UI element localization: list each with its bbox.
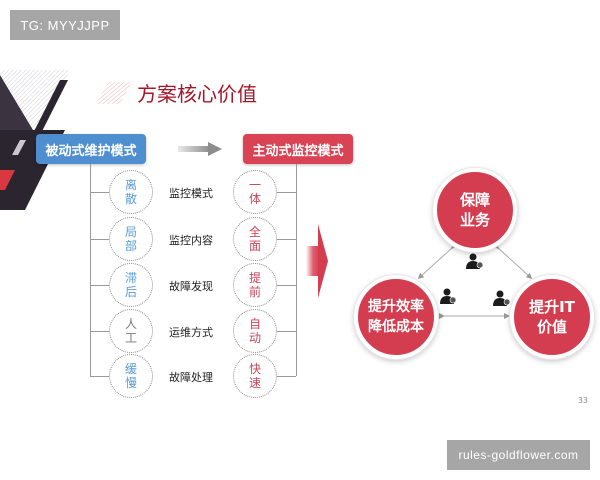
active-connector-line — [296, 164, 297, 376]
trait-char: 后 — [124, 285, 137, 299]
passive-trait-circle: 离 散 — [109, 170, 153, 214]
user-gear-icon — [440, 288, 457, 304]
trait-char: 局 — [124, 225, 137, 239]
trait-char: 部 — [124, 239, 137, 253]
active-trait-circle: 快 速 — [233, 354, 277, 398]
trait-char: 一 — [248, 178, 261, 192]
trait-char: 前 — [248, 285, 261, 299]
aspect-label: 运维方式 — [169, 326, 213, 339]
passive-trait-circle: 人 工 — [109, 309, 153, 353]
arrow-right-icon — [178, 142, 222, 156]
page-number: 33 — [577, 396, 588, 405]
trait-char: 全 — [248, 225, 261, 239]
value-text: 提升IT — [529, 298, 575, 316]
connector-branch — [276, 239, 296, 240]
active-trait-circle: 全 面 — [233, 217, 277, 261]
connector-branch — [276, 376, 296, 377]
trait-char: 人 — [124, 317, 137, 331]
passive-trait-circle: 局 部 — [109, 217, 153, 261]
slide-title: 方案核心价值 — [137, 82, 257, 106]
connector-branch — [276, 192, 296, 193]
value-text: 提升效率 — [368, 299, 424, 315]
triangle-connectors — [417, 242, 533, 319]
trait-char: 离 — [124, 178, 137, 192]
aspect-label: 故障发现 — [169, 280, 213, 293]
connector-branch — [90, 192, 110, 193]
user-gear-icon — [466, 253, 484, 269]
red-arrow-icon — [306, 224, 328, 298]
connector-branch — [276, 285, 296, 286]
aspect-label: 故障处理 — [169, 371, 213, 384]
trait-char: 快 — [248, 362, 261, 376]
passive-trait-circle: 缓 慢 — [109, 354, 153, 398]
trait-char: 缓 — [124, 362, 137, 376]
active-mode-box: 主动式监控模式 — [243, 134, 353, 164]
trait-char: 面 — [248, 239, 261, 253]
trait-char: 工 — [124, 331, 137, 345]
trait-char: 提 — [248, 271, 261, 285]
watermark-bottom: rules-goldflower.com — [447, 440, 590, 470]
aspect-label: 监控模式 — [169, 187, 213, 200]
trait-char: 速 — [248, 376, 261, 390]
aspect-label: 监控内容 — [169, 234, 213, 247]
decorative-shape — [0, 70, 70, 210]
value-circle-efficiency: 提升效率 降低成本 — [354, 275, 438, 359]
trait-char: 慢 — [124, 376, 137, 390]
value-text: 业务 — [459, 211, 490, 229]
passive-trait-circle: 滞 后 — [109, 263, 153, 307]
connector-branch — [90, 239, 110, 240]
value-text: 保障 — [459, 191, 490, 209]
connector-branch — [90, 331, 110, 332]
connector-branch — [90, 285, 110, 286]
watermark-top: TG: MYYJJPP — [10, 10, 120, 40]
trait-char: 散 — [124, 192, 137, 206]
trait-char: 自 — [248, 317, 261, 331]
trait-char: 体 — [248, 192, 261, 206]
value-circle-business: 保障 业务 — [433, 168, 517, 252]
value-text: 价值 — [536, 318, 567, 336]
passive-connector-line — [90, 164, 91, 376]
active-trait-circle: 一 体 — [233, 170, 277, 214]
trait-char: 动 — [248, 331, 261, 345]
trait-char: 滞 — [124, 271, 137, 285]
connector-branch — [276, 331, 296, 332]
value-text: 降低成本 — [368, 319, 424, 335]
active-trait-circle: 提 前 — [233, 263, 277, 307]
passive-mode-box: 被动式维护模式 — [36, 134, 146, 164]
active-trait-circle: 自 动 — [233, 309, 277, 353]
title-decoration — [96, 82, 132, 104]
connector-branch — [90, 376, 110, 377]
user-gear-icon — [493, 290, 511, 306]
value-circle-it: 提升IT 价值 — [510, 275, 594, 359]
